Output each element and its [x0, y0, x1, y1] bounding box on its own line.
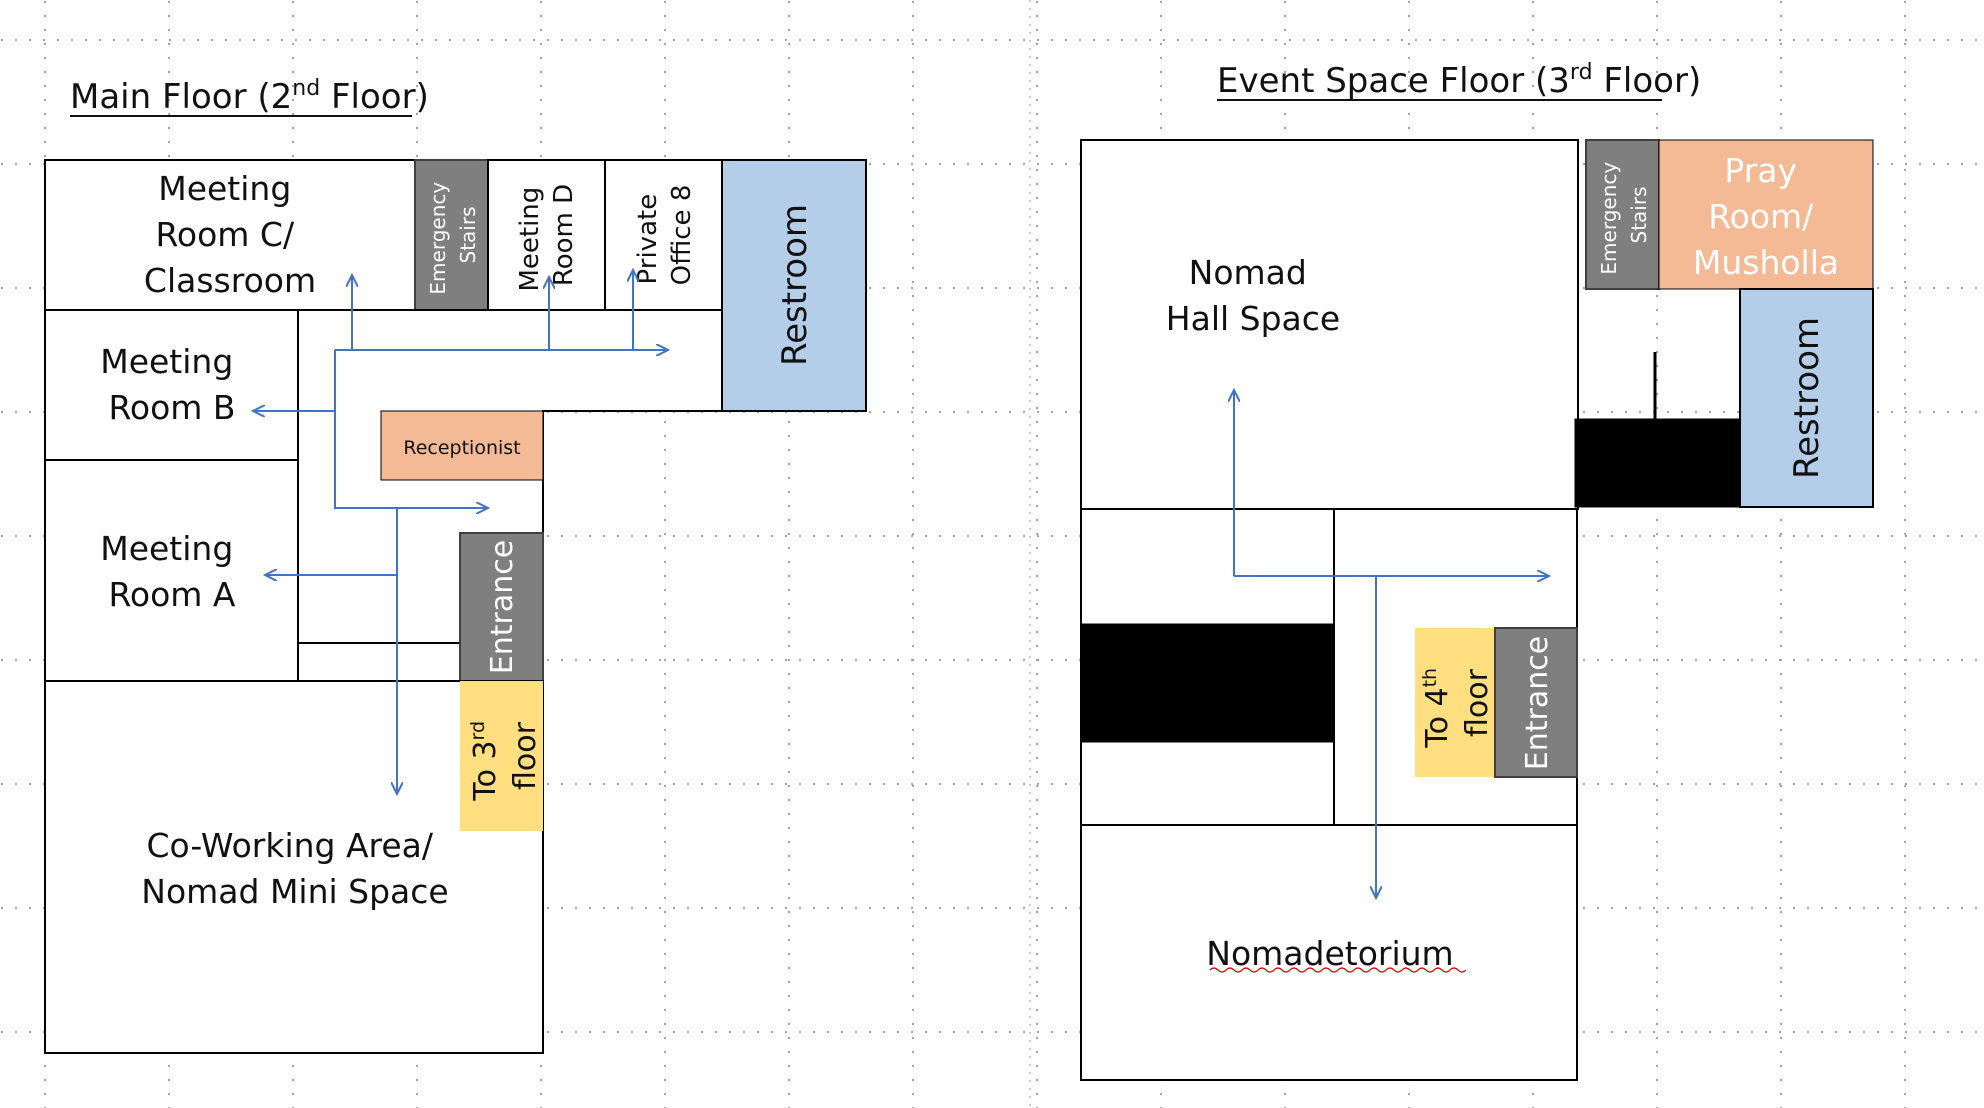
- main-floor-plan: Main Floor (2nd Floor) Meeting Room C/ C…: [44, 76, 867, 1054]
- main-to-3rd-floor-label: To 3rd floor: [457, 711, 543, 801]
- meeting-room-d-label: Meeting Room D: [515, 178, 579, 291]
- main-restroom: [721, 159, 867, 412]
- private-office-8-label: Private Office 8: [633, 185, 697, 286]
- meeting-room-b-label: Meeting Room B: [100, 342, 244, 427]
- main-entrance-label: Entrance: [485, 540, 520, 674]
- blocked-area-1: [1574, 418, 1741, 508]
- main-floor-title: Main Floor (2nd Floor): [70, 76, 429, 117]
- event-flow-arrows: [1234, 390, 1549, 898]
- nomad-hall-label: Nomad Hall Space: [1166, 253, 1340, 338]
- corridor-nook: [297, 642, 461, 682]
- nomadetorium: [1080, 824, 1578, 1081]
- blocked-area-2: [1080, 623, 1335, 743]
- meeting-room-d: [487, 159, 606, 311]
- main-to-3rd-floor: [460, 681, 543, 831]
- event-floor-plan: Event Space Floor (3rd Floor) Nomad Hall…: [1080, 60, 1874, 1081]
- main-restroom-label: Restroom: [775, 204, 815, 366]
- receptionist-label: Receptionist: [403, 437, 520, 459]
- main-flow-arrows: [253, 270, 668, 794]
- meeting-room-b: [44, 309, 299, 461]
- meeting-room-a: [44, 459, 299, 682]
- meeting-room-c-label: Meeting Room C/ Classroom: [144, 169, 316, 300]
- main-emergency-stairs-label: Emergency Stairs: [426, 175, 480, 294]
- event-emergency-stairs-label: Emergency Stairs: [1597, 155, 1651, 274]
- event-restroom: [1739, 288, 1874, 508]
- nomadetorium-label: Nomadetorium: [1206, 934, 1453, 973]
- event-floor-title: Event Space Floor (3rd Floor): [1217, 60, 1701, 101]
- event-to-4th-floor: [1415, 628, 1495, 777]
- pray-room: [1658, 139, 1874, 290]
- coworking-label: Co-Working Area/ Nomad Mini Space: [141, 826, 448, 911]
- spellcheck-underline: [1209, 967, 1467, 973]
- event-entrance-label: Entrance: [1520, 636, 1555, 770]
- private-office-8: [604, 159, 723, 311]
- nomad-hall-space: [1080, 139, 1579, 510]
- pray-room-label: Pray Room/ Musholla: [1693, 151, 1839, 282]
- event-restroom-label: Restroom: [1787, 317, 1827, 479]
- meeting-room-a-label: Meeting Room A: [100, 529, 244, 614]
- receptionist-desk: [380, 410, 544, 481]
- event-to-4th-floor-label: To 4th floor: [1409, 658, 1495, 748]
- event-entrance: [1494, 627, 1578, 778]
- main-entrance: [459, 532, 544, 682]
